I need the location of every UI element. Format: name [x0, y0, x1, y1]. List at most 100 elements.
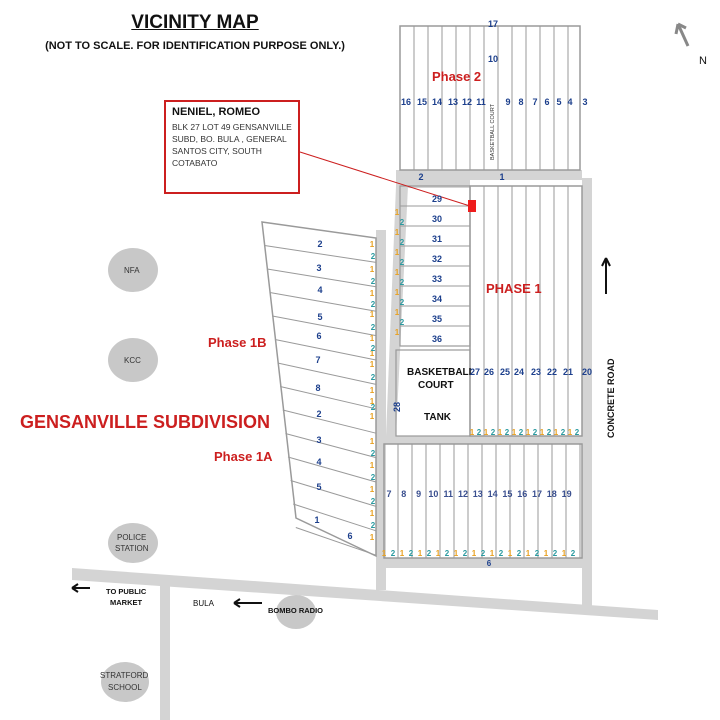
lot-divider: [274, 339, 377, 361]
main-highway: [72, 568, 658, 620]
lot-number-one: 1: [395, 248, 400, 257]
lot-number-bottom: 1: [436, 549, 441, 558]
police-label-line1: POLICE: [117, 533, 146, 542]
nfa-landmark: [108, 248, 158, 292]
lot-number-two: 2: [371, 449, 376, 458]
lot-divider: [272, 315, 377, 337]
block-phase1-lower: 18: [547, 489, 557, 499]
lot-number-bottom: 1: [472, 549, 477, 558]
kcc-landmark: [108, 338, 158, 382]
block-phase1b: 8: [315, 383, 320, 393]
block-phase1-lower: 16: [517, 489, 527, 499]
block-phase1b: 5: [317, 312, 322, 322]
basketball-court-p2-label: BASKETBALL COURT: [490, 103, 496, 160]
lot-divider: [287, 456, 377, 483]
block-phase1-row: 21: [563, 367, 573, 377]
basketball-court-p1-line2: COURT: [418, 380, 454, 391]
block-phase2-row: 3: [582, 97, 587, 107]
block-phase1-lower: 19: [562, 489, 572, 499]
lot-number-two: 2: [400, 258, 405, 267]
lot-number-row: 1: [526, 428, 531, 437]
lot-number-row: 2: [547, 428, 552, 437]
north-arrow-icon: [674, 22, 690, 47]
lot-number-one: 1: [370, 240, 375, 249]
block-phase1b: 4: [317, 285, 322, 295]
block-phase2-row: 14: [432, 97, 442, 107]
lot-number-one: 1: [370, 310, 375, 319]
lot-number-two: 2: [400, 278, 405, 287]
lot-number-one: 1: [370, 386, 375, 395]
block-phase1-bottom: 6: [487, 559, 492, 568]
block-phase1-lower: 9: [416, 489, 421, 499]
basketball-court-p1-line1: BASKETBALL: [407, 367, 475, 378]
lot-number-two: 2: [371, 252, 376, 261]
block-phase1-lower: 13: [473, 489, 483, 499]
block-phase1-lower: 7: [386, 489, 391, 499]
compass-label: N: [699, 55, 707, 67]
road-network: [72, 170, 658, 720]
block-phase1-row: 22: [547, 367, 557, 377]
phase1-block: [395, 185, 583, 437]
block-phase1-stack: 29: [432, 194, 442, 204]
lot-number-bottom: 2: [445, 549, 450, 558]
stratford-label-line2: SCHOOL: [108, 683, 142, 692]
block-phase1a: 3: [316, 435, 321, 445]
owner-address: BLK 27 LOT 49 GENSANVILLE SUBD, BO. BULA…: [172, 122, 292, 168]
concrete-road-arrow-icon: [601, 257, 611, 294]
lot-number-bottom: 2: [391, 549, 396, 558]
lot-numbers: 1111111111111112222222222211111112222221…: [370, 208, 580, 558]
lot-number-two: 2: [371, 300, 376, 309]
lot-number-bottom: 2: [481, 549, 486, 558]
lot-number-one: 1: [395, 308, 400, 317]
block-phase1-lower: 14: [488, 489, 498, 499]
lot-number-two: 2: [371, 497, 376, 506]
block-phase1b: 3: [316, 263, 321, 273]
lot-number-bottom: 1: [508, 549, 513, 558]
lot-number-bottom: 2: [409, 549, 414, 558]
map-subtitle: (NOT TO SCALE. FOR IDENTIFICATION PURPOS…: [45, 40, 345, 52]
lot-number-row: 1: [554, 428, 559, 437]
block-phase2-row: 12: [462, 97, 472, 107]
lot-number-row: 2: [575, 428, 580, 437]
block-phase1-stack: 32: [432, 254, 442, 264]
concrete-road-strip: [582, 178, 592, 608]
block-phase2-bottom-left: 2: [418, 172, 423, 182]
lot-number-two: 2: [371, 277, 376, 286]
phase1-top-road: [396, 180, 470, 188]
block-phase1-row: 26: [484, 367, 494, 377]
lot-divider: [280, 386, 377, 410]
lot-number-row: 1: [470, 428, 475, 437]
block-phase2-row: 4: [567, 97, 572, 107]
block-phase1-lower: 15: [502, 489, 512, 499]
lot-divider: [285, 433, 377, 459]
block-phase1-row: 24: [514, 367, 524, 377]
lot-number-row: 2: [491, 428, 496, 437]
lot-number-one: 1: [395, 288, 400, 297]
block-phase1-lower: 11: [443, 489, 453, 499]
lot-divider: [277, 362, 377, 385]
phase1-lower-block: [383, 443, 583, 559]
bula-label: BULA: [193, 599, 215, 608]
market-arrow-icon: [71, 583, 90, 593]
lot-number-row: 2: [533, 428, 538, 437]
nfa-label: NFA: [124, 266, 140, 275]
lot-number-bottom: 1: [454, 549, 459, 558]
direction-arrows: [71, 22, 690, 608]
lot-number-bottom: 2: [553, 549, 558, 558]
lot-number-one: 1: [370, 360, 375, 369]
block-phase1-stack: 36: [432, 334, 442, 344]
lot-number-row: 1: [498, 428, 503, 437]
block-phase1a: 4: [316, 457, 321, 467]
lot-number-bottom: 2: [517, 549, 522, 558]
lot-number-one: 1: [370, 437, 375, 446]
lot-number-one: 1: [395, 228, 400, 237]
lot-number-bottom: 2: [571, 549, 576, 558]
block-phase1-row: 20: [582, 367, 592, 377]
block-28-label: 28: [392, 402, 402, 412]
lot-number-bottom: 1: [418, 549, 423, 558]
lot-number-one: 1: [370, 533, 375, 542]
lot-divider: [282, 409, 377, 434]
block-phase1-row: 27: [470, 367, 480, 377]
